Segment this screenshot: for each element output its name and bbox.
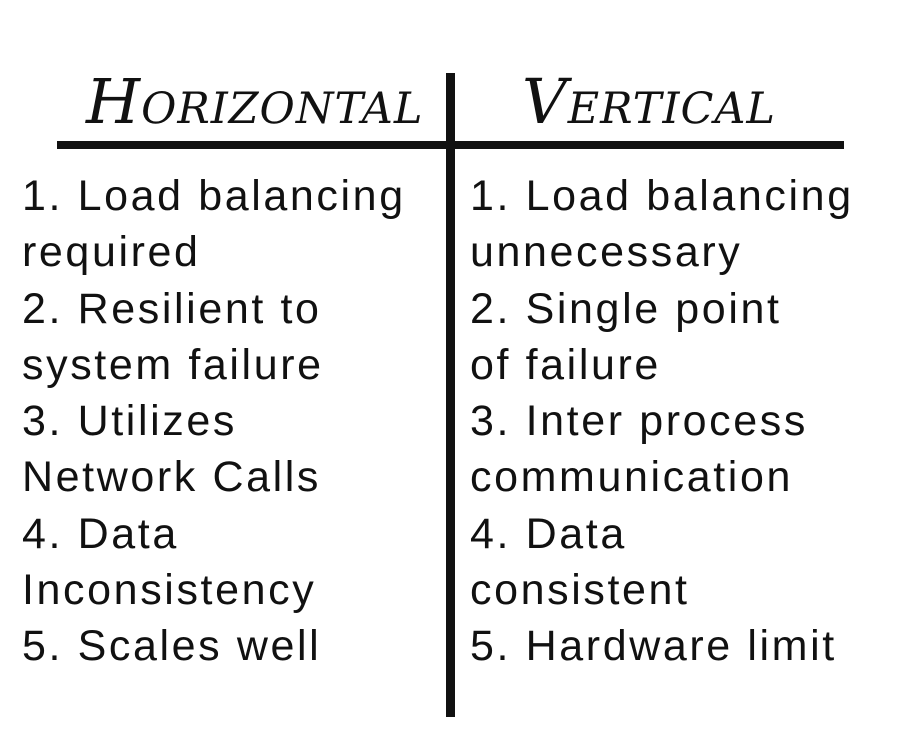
- vertical-item-5: 5. Hardware limit: [470, 618, 895, 674]
- vertical-list: 1. Load balancing unnecessary 2. Single …: [470, 168, 895, 675]
- horizontal-heading: Horizontal: [86, 65, 424, 138]
- vertical-item-4: 4. Data consistent: [470, 506, 895, 619]
- vertical-heading: Vertical: [522, 65, 776, 138]
- vertical-item-2: 2. Single point of failure: [470, 281, 895, 394]
- horizontal-item-1: 1. Load balancing required: [22, 168, 442, 281]
- horizontal-item-4: 4. Data Inconsistency: [22, 506, 442, 619]
- item-line: 2. Single point: [470, 284, 782, 333]
- item-line: 2. Resilient to: [22, 284, 322, 333]
- item-line: 1. Load balancing: [470, 172, 854, 220]
- item-line: communication: [470, 453, 793, 502]
- item-line: 3. Inter process: [470, 397, 808, 446]
- vertical-item-3: 3. Inter process communication: [470, 393, 895, 506]
- item-line: 4. Data: [22, 509, 179, 558]
- horizontal-item-3: 3. Utilizes Network Calls: [22, 393, 442, 506]
- item-line: of failure: [470, 340, 661, 389]
- item-line: consistent: [470, 566, 690, 615]
- item-line: system failure: [22, 340, 324, 389]
- item-line: required: [22, 228, 201, 277]
- item-line: 3. Utilizes: [22, 397, 237, 446]
- item-line: unnecessary: [470, 228, 743, 277]
- item-line: 5. Scales well: [22, 622, 322, 671]
- item-line: Inconsistency: [22, 566, 317, 615]
- item-line: Network Calls: [22, 453, 322, 502]
- item-line: 5. Hardware limit: [470, 622, 837, 671]
- horizontal-item-2: 2. Resilient to system failure: [22, 281, 442, 394]
- vertical-divider-line: [446, 73, 455, 717]
- item-line: 4. Data: [470, 509, 627, 558]
- horizontal-list: 1. Load balancing required 2. Resilient …: [22, 168, 442, 675]
- vertical-item-1: 1. Load balancing unnecessary: [470, 168, 895, 281]
- horizontal-item-5: 5. Scales well: [22, 618, 442, 674]
- item-line: 1. Load balancing: [22, 172, 406, 220]
